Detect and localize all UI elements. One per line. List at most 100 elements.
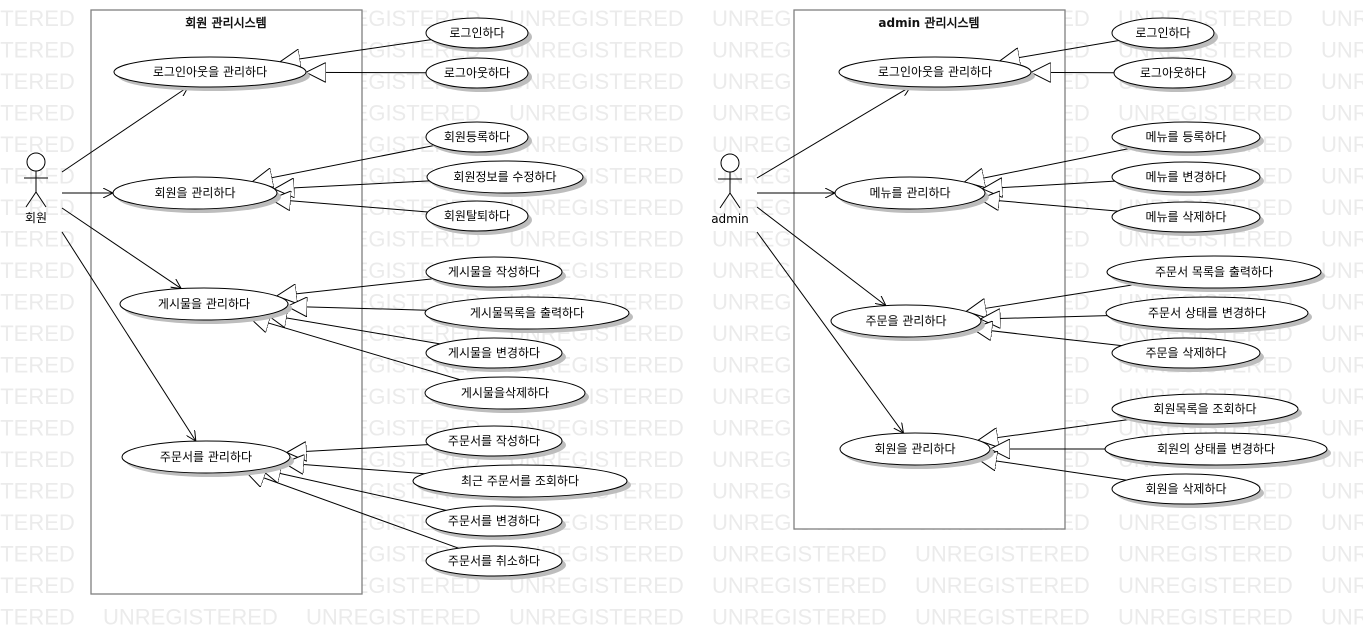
generalization-m-order-cancel	[245, 471, 459, 549]
association-a-member-manage	[756, 231, 903, 433]
watermark-text: UNREGISTERED	[915, 605, 1090, 630]
watermark-text: UNREGISTERED	[306, 605, 481, 630]
association-m-order-manage	[61, 231, 196, 441]
generalization-a-order-status	[980, 316, 1108, 319]
use-case-m-post-delete[interactable]: 게시물을삭제하다	[424, 376, 589, 413]
use-case-label: 회원목록을 조회하다	[1153, 402, 1256, 416]
use-case-m-logout[interactable]: 로그아웃하다	[425, 57, 532, 92]
use-case-label: 게시물을 작성하다	[448, 265, 540, 279]
actor-member[interactable]: 회원	[24, 152, 48, 225]
use-case-label: 로그인하다	[1135, 26, 1190, 40]
watermark-text: UNREGISTERED	[509, 101, 684, 126]
watermark-text: UNREGISTERED	[0, 101, 75, 126]
watermark-text: UNREGISTERED	[509, 38, 684, 63]
use-case-ellipse	[1111, 393, 1299, 425]
use-case-m-login-manage[interactable]: 로그인아웃을 관리하다	[113, 56, 310, 91]
actor-leg-left	[719, 192, 731, 209]
actor-leg-right	[35, 191, 47, 208]
association-a-order-manage	[756, 206, 886, 306]
watermark-text: UNREGISTERED	[712, 573, 887, 598]
use-case-ellipse	[425, 337, 563, 369]
use-case-m-order-manage[interactable]: 주문서를 관리하다	[121, 440, 294, 477]
watermark-text: UNREGISTERED	[1321, 542, 1363, 567]
use-case-label: 회원의 상태를 변경하다	[1157, 442, 1275, 456]
use-case-ellipse	[1111, 473, 1261, 505]
use-case-a-member-delete[interactable]: 회원을 삭제하다	[1111, 473, 1264, 508]
use-case-m-member-manage[interactable]: 회원을 관리하다	[112, 176, 281, 213]
use-case-m-post-edit[interactable]: 게시물을 변경하다	[425, 337, 566, 372]
watermark-text: UNREGISTERED	[1321, 573, 1363, 598]
use-case-label: 회원탈퇴하다	[444, 209, 510, 223]
use-case-label: 최근 주문서를 조회하다	[461, 474, 579, 488]
generalization-a-member-list	[978, 418, 1135, 441]
actor-admin[interactable]: admin	[711, 153, 749, 226]
use-case-a-login[interactable]: 로그인하다	[1111, 17, 1218, 52]
use-case-label: 로그아웃하다	[444, 66, 510, 80]
association-m-login-manage	[61, 87, 188, 173]
watermark-text: UNREGISTERED	[1118, 605, 1293, 630]
use-case-label: 메뉴를 관리하다	[869, 186, 950, 200]
watermark-text: UNREGISTERED	[1321, 384, 1363, 409]
use-case-m-login[interactable]: 로그인하다	[425, 17, 532, 52]
use-case-a-member-list[interactable]: 회원목록을 조회하다	[1111, 393, 1302, 428]
generalization-a-order-delete	[972, 329, 1122, 347]
use-case-a-member-manage[interactable]: 회원을 관리하다	[839, 432, 994, 469]
use-case-label: 주문서를 변경하다	[448, 514, 540, 528]
use-case-a-logout[interactable]: 로그아웃하다	[1113, 57, 1236, 92]
use-case-a-menu-register[interactable]: 메뉴를 등록하다	[1111, 121, 1264, 156]
watermark-text: UNREGISTERED	[1321, 132, 1363, 157]
use-case-label: 주문서 목록을 출력하다	[1155, 265, 1273, 279]
watermark-text: UNREGISTERED	[1321, 227, 1363, 252]
watermark-text: UNREGISTERED	[0, 195, 75, 220]
use-case-ellipse	[112, 176, 278, 210]
actor-label: admin	[711, 212, 749, 226]
use-case-ellipse	[113, 56, 307, 88]
relationships	[61, 39, 1141, 549]
use-case-ellipse	[426, 160, 584, 194]
use-case-a-login-manage[interactable]: 로그인아웃을 관리하다	[838, 56, 1035, 91]
watermark-text: UNREGISTERED	[0, 321, 75, 346]
use-case-m-post-manage[interactable]: 게시물을 관리하다	[119, 287, 292, 324]
use-case-a-order-status[interactable]: 주문서 상태를 변경하다	[1105, 296, 1312, 333]
use-case-a-menu-edit[interactable]: 메뉴를 변경하다	[1111, 161, 1264, 196]
generalization-a-menu-delete	[979, 199, 1119, 212]
use-case-ellipse	[1111, 121, 1261, 153]
watermark-text: UNREGISTERED	[0, 290, 75, 315]
use-case-m-post-write[interactable]: 게시물을 작성하다	[425, 256, 566, 291]
use-case-a-menu-delete[interactable]: 메뉴를 삭제하다	[1111, 201, 1264, 236]
watermark-text: UNREGISTERED	[1118, 573, 1293, 598]
generalization-m-post-write	[277, 278, 434, 296]
generalization-a-login	[1000, 40, 1119, 61]
use-case-a-member-status[interactable]: 회원의 상태를 변경하다	[1104, 432, 1331, 469]
watermark-text: UNREGISTERED	[1321, 69, 1363, 94]
watermark-text: UNREGISTERED	[509, 69, 684, 94]
watermark-text: UNREGISTERED	[509, 573, 684, 598]
generalization-a-menu-edit	[982, 181, 1115, 189]
use-case-ellipse	[425, 425, 563, 457]
use-case-a-order-delete[interactable]: 주문을 삭제하다	[1111, 337, 1264, 372]
use-case-m-order-cancel[interactable]: 주문서를 취소하다	[425, 545, 566, 580]
use-case-m-order-write[interactable]: 주문서를 작성하다	[425, 425, 566, 460]
use-case-a-order-manage[interactable]: 주문을 관리하다	[830, 304, 985, 341]
use-case-m-edit-info[interactable]: 회원정보를 수정하다	[426, 160, 587, 197]
use-case-ellipse	[1104, 432, 1328, 466]
use-case-label: 회원을 관리하다	[154, 186, 235, 200]
use-case-m-order-edit[interactable]: 주문서를 변경하다	[425, 505, 566, 540]
use-case-m-register[interactable]: 회원등록하다	[425, 121, 532, 156]
use-case-m-withdraw[interactable]: 회원탈퇴하다	[425, 200, 532, 235]
use-case-a-order-list[interactable]: 주문서 목록을 출력하다	[1106, 255, 1325, 292]
use-case-label: 게시물목록을 출력하다	[470, 306, 584, 320]
use-case-m-post-list[interactable]: 게시물목록을 출력하다	[424, 296, 633, 333]
use-case-label: 주문을 관리하다	[865, 314, 946, 328]
generalization-m-withdraw	[271, 199, 428, 213]
use-case-a-menu-manage[interactable]: 메뉴를 관리하다	[834, 176, 989, 213]
watermark-text: UNREGISTERED	[0, 479, 75, 504]
watermark-text: UNREGISTERED	[0, 6, 75, 31]
generalization-a-menu-register	[964, 147, 1134, 182]
watermark-text: UNREGISTERED	[712, 542, 887, 567]
use-case-label: 로그인하다	[449, 26, 504, 40]
use-case-ellipse	[424, 376, 586, 410]
use-case-m-order-recent[interactable]: 최근 주문서를 조회하다	[412, 464, 631, 501]
use-case-label: 주문을 삭제하다	[1145, 346, 1226, 360]
